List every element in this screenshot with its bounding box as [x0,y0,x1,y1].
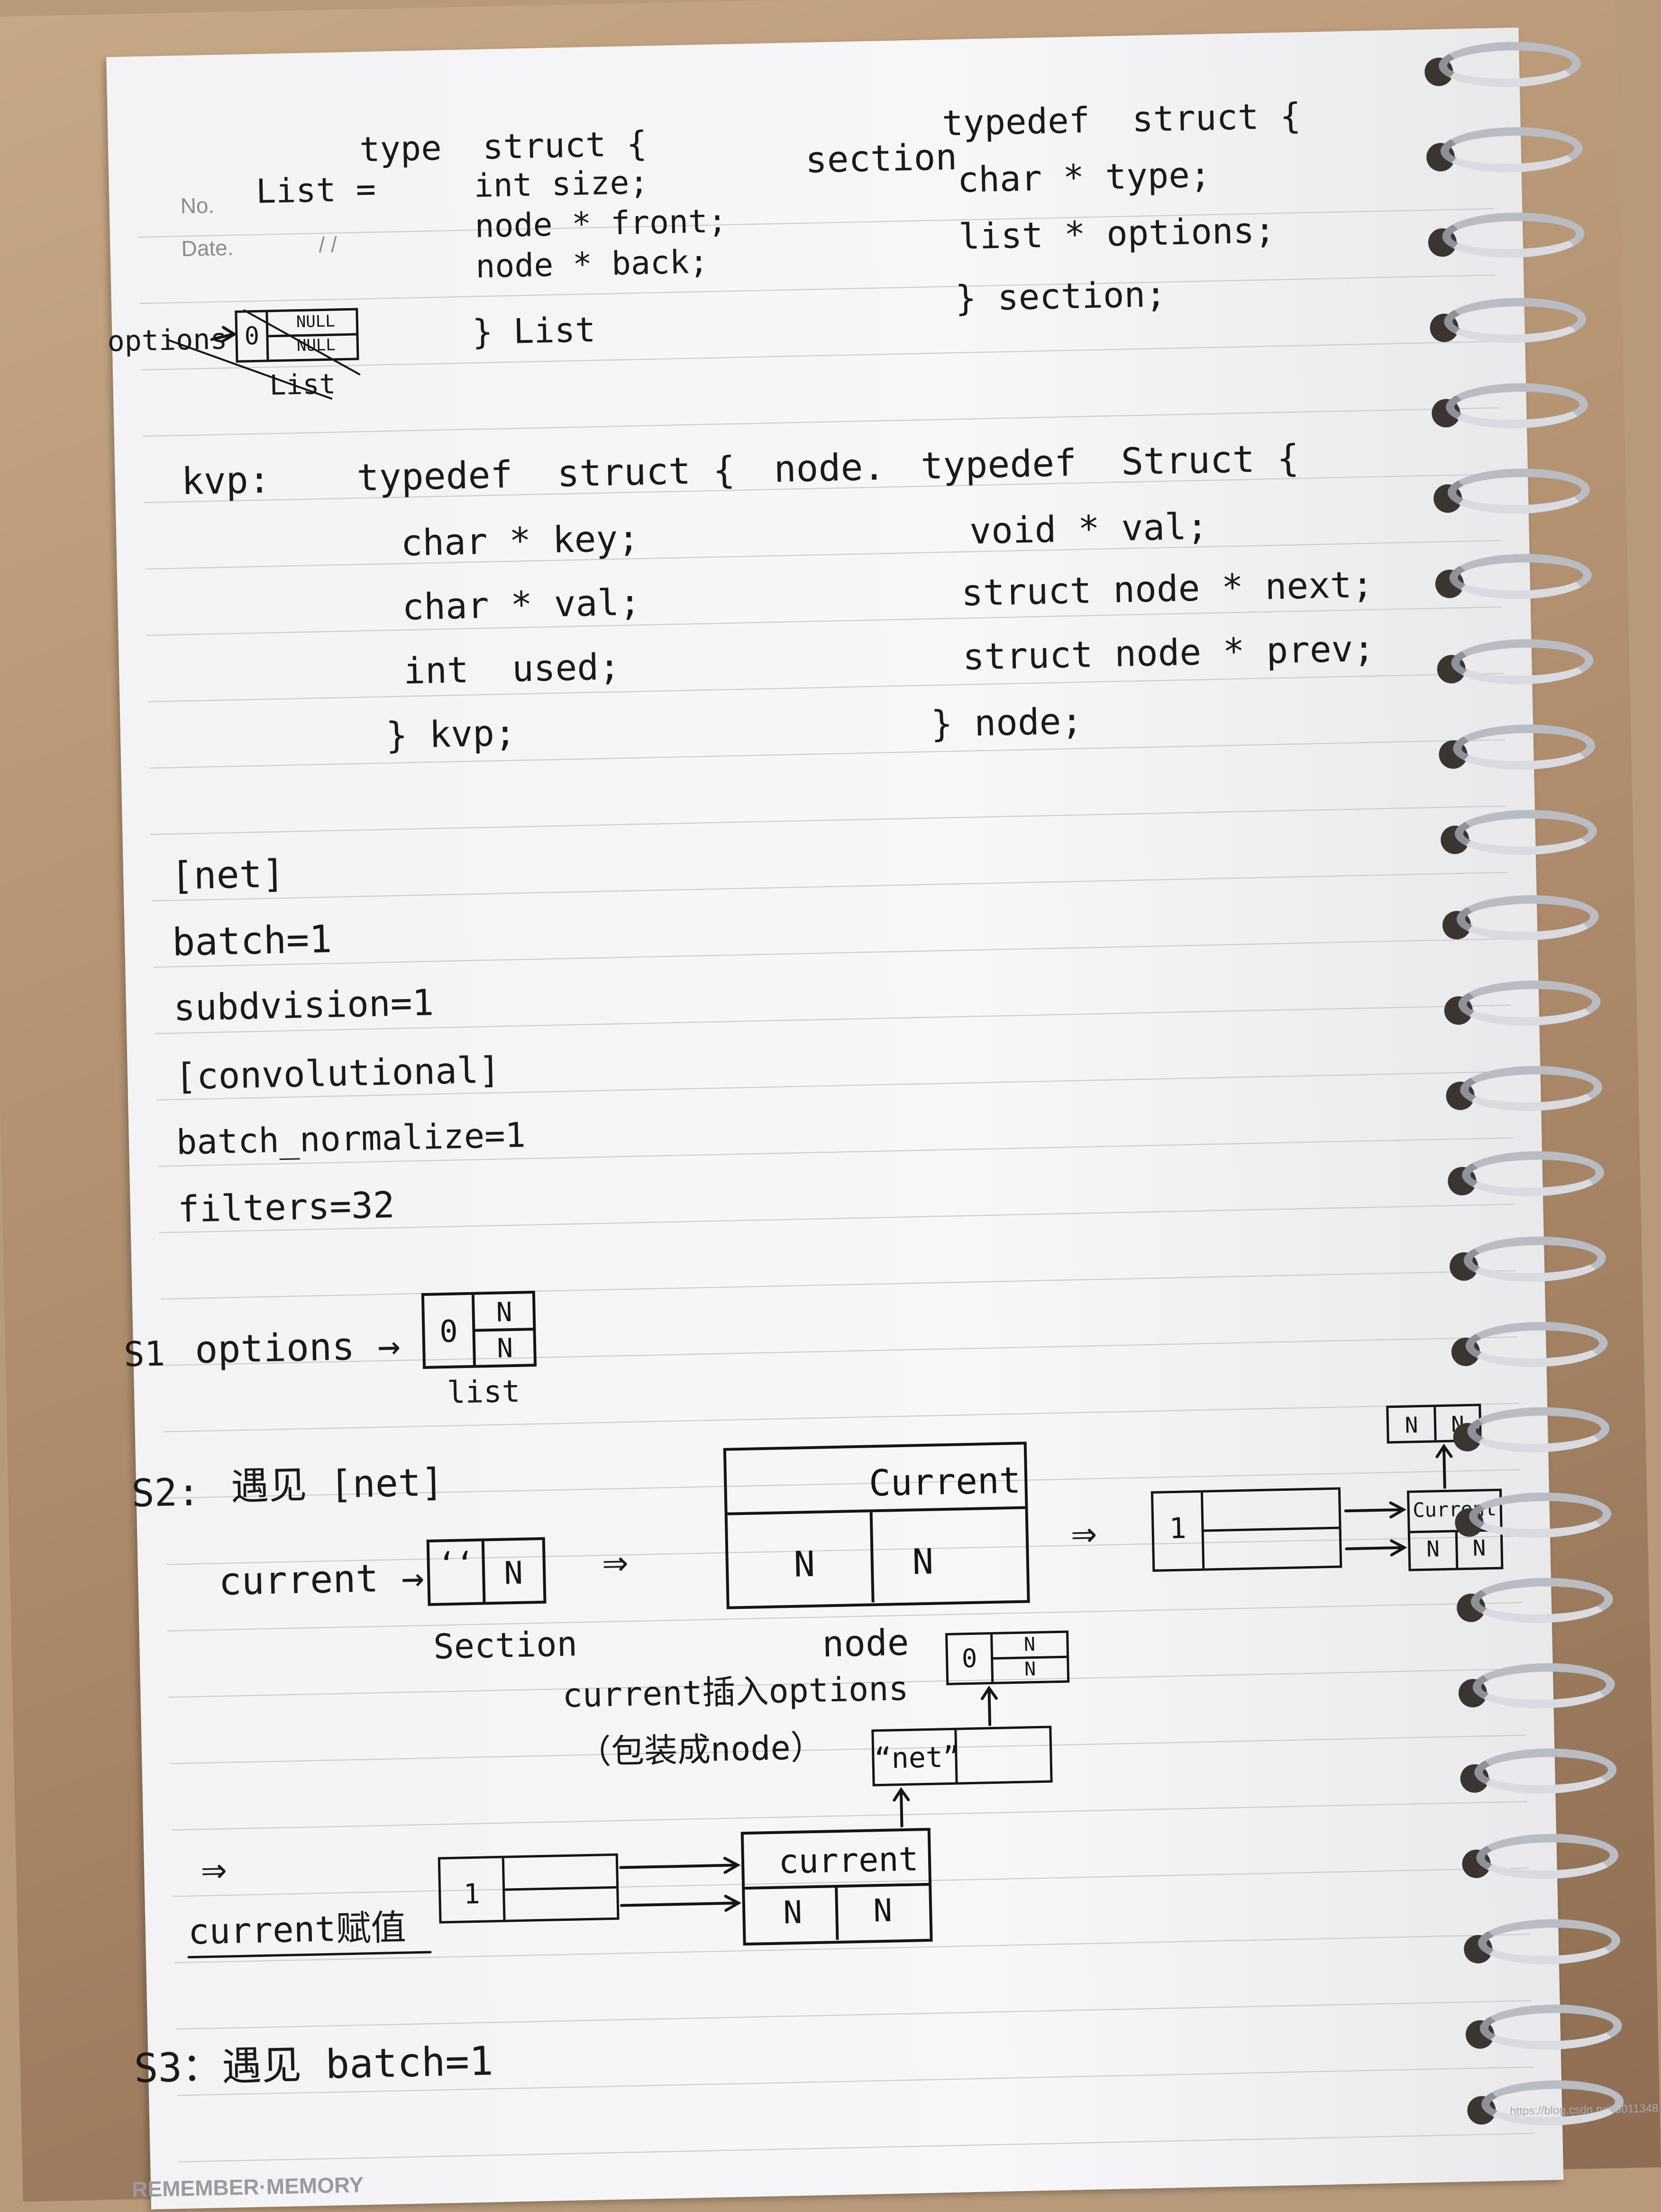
arrow-head [1435,1443,1453,1459]
arrow-line [1345,1546,1405,1551]
arrow-line [899,1789,904,1828]
arrow-line [1442,1445,1446,1489]
diagram-arrows [168,309,1453,1959]
arrow-line [620,1901,739,1907]
arrow-head [980,1685,998,1700]
arrow-line [210,332,235,341]
scribble-stroke [243,309,361,376]
arrow-head [1390,1539,1407,1557]
arrow-head [220,326,237,343]
arrow-head [893,1787,910,1802]
arrow-line [1344,1508,1404,1513]
arrow-head [724,1894,742,1912]
arrow-line [987,1688,992,1726]
underline-stroke [187,1951,432,1959]
arrow-head [1389,1501,1406,1519]
scribble-stroke [168,339,333,400]
notebook-page: No. Date. / / List = type struct { int s… [106,28,1659,2210]
arrow-head [723,1856,741,1874]
arrow-line [619,1863,739,1869]
